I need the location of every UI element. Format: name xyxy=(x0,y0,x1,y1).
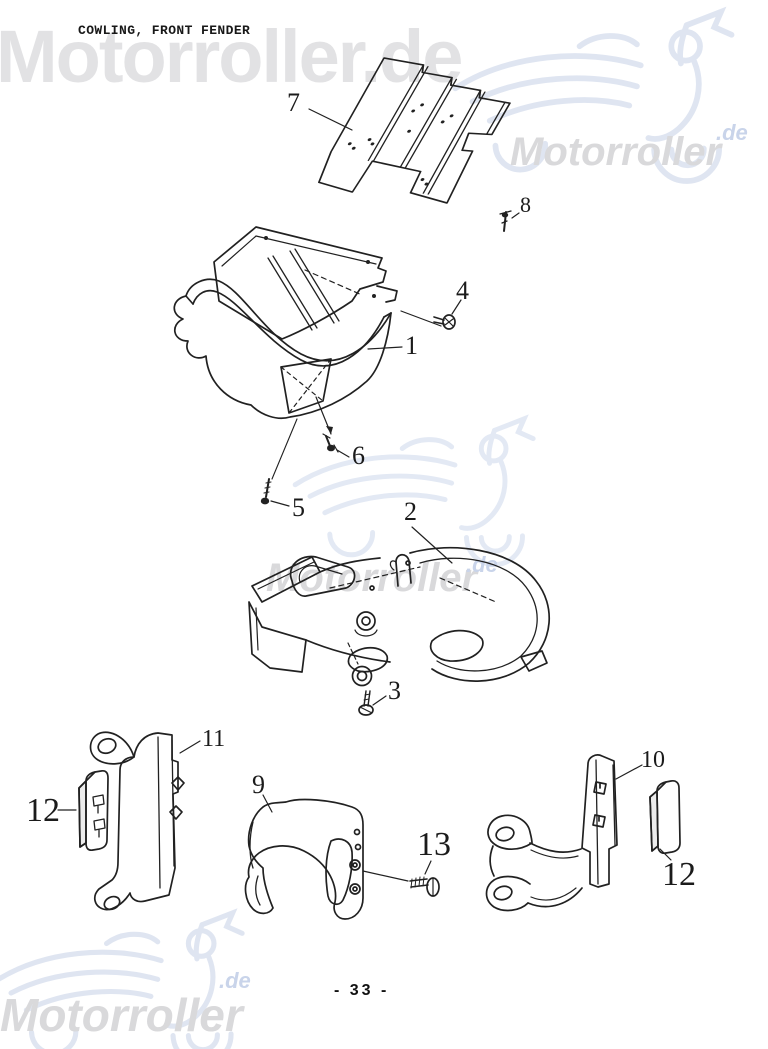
watermark-tld-text: .de xyxy=(716,120,748,145)
part-drawing-12-right xyxy=(649,779,681,861)
watermark-brand-text-large: Motorroller.de xyxy=(0,15,463,98)
callout-8: 8 xyxy=(520,192,531,217)
callout-12-left: 12 xyxy=(26,792,60,829)
callout-12-right: 12 xyxy=(662,856,696,893)
page-number: - 33 - xyxy=(334,982,390,999)
part-drawing-3 xyxy=(347,642,387,716)
part-drawing-10 xyxy=(485,754,643,912)
callout-7: 7 xyxy=(287,88,300,117)
callout-3: 3 xyxy=(388,676,401,705)
callout-4: 4 xyxy=(456,276,469,305)
callout-2: 2 xyxy=(404,497,417,526)
watermark-brand-text: Motorroller xyxy=(0,989,243,1041)
page-title: COWLING, FRONT FENDER xyxy=(78,23,251,38)
part-drawing-6 xyxy=(322,433,350,458)
part-drawing-5 xyxy=(260,478,290,507)
watermark-brand-text: Motorroller xyxy=(510,130,722,174)
part-drawing-4 xyxy=(400,299,462,330)
callout-13: 13 xyxy=(417,826,451,863)
part-drawing-8 xyxy=(499,210,520,232)
callout-10: 10 xyxy=(641,747,665,773)
watermark-tld-text: .de xyxy=(219,968,251,993)
callout-9: 9 xyxy=(252,770,265,799)
callout-5: 5 xyxy=(292,493,305,522)
callout-1: 1 xyxy=(405,331,418,360)
callout-11: 11 xyxy=(202,726,226,752)
part-drawing-1 xyxy=(173,226,403,480)
part-drawing-12-left xyxy=(57,769,109,852)
part-drawing-9 xyxy=(244,794,409,920)
part-drawing-11 xyxy=(89,731,201,911)
part-drawing-7 xyxy=(317,57,511,204)
part-drawing-2 xyxy=(248,526,550,682)
part-drawing-13 xyxy=(409,860,440,897)
watermark-brand-text: Motorroller xyxy=(266,556,478,600)
callout-6: 6 xyxy=(352,441,365,470)
